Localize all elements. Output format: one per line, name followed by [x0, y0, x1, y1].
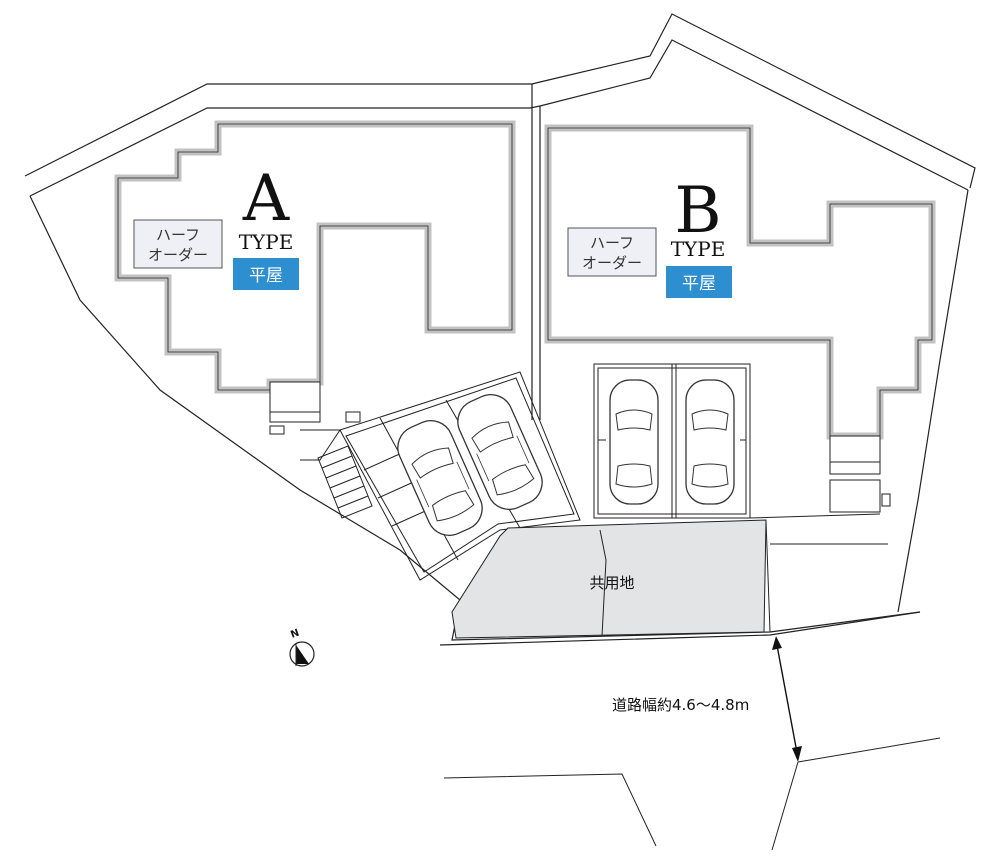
house-b-outline [544, 124, 936, 513]
road-width-arrow [772, 636, 802, 762]
car-icon [457, 394, 543, 510]
car-icon [609, 379, 659, 505]
parking-b [593, 363, 888, 545]
lot-a-type: TYPE [239, 230, 294, 254]
stairs [317, 445, 373, 519]
lot-b-order-box [567, 227, 657, 277]
car-icon [685, 379, 735, 505]
car-icon [397, 420, 483, 536]
house-a-outline [114, 120, 516, 435]
lot-b-style-badge [666, 266, 732, 298]
common-area: 共用地 [451, 519, 771, 639]
lot-a-label: A TYPE ハーフ オーダー 平屋 [133, 162, 299, 290]
compass-north-label: N [289, 628, 301, 641]
lot-b-type: TYPE [671, 237, 726, 261]
lot-a-order-line1: ハーフ [156, 226, 200, 244]
common-area-label: 共用地 [589, 574, 634, 592]
lot-b-order-line2: オーダー [582, 254, 642, 272]
compass-icon: N [289, 628, 315, 667]
lot-b-order-line1: ハーフ [590, 234, 634, 252]
lot-b-style-text: 平屋 [682, 274, 716, 294]
lot-a-order-box [133, 219, 223, 269]
site-boundary [24, 13, 976, 646]
road [443, 737, 941, 851]
lot-a-style-badge [233, 258, 299, 290]
road-width-label: 道路幅約4.6〜4.8m [612, 696, 749, 714]
lot-a-order-line2: オーダー [148, 246, 208, 264]
lot-b-letter: B [674, 174, 721, 248]
lot-b-label: B TYPE ハーフ オーダー 平屋 [567, 174, 732, 298]
lot-a-style-text: 平屋 [249, 266, 283, 286]
lot-a-letter: A [242, 162, 290, 236]
